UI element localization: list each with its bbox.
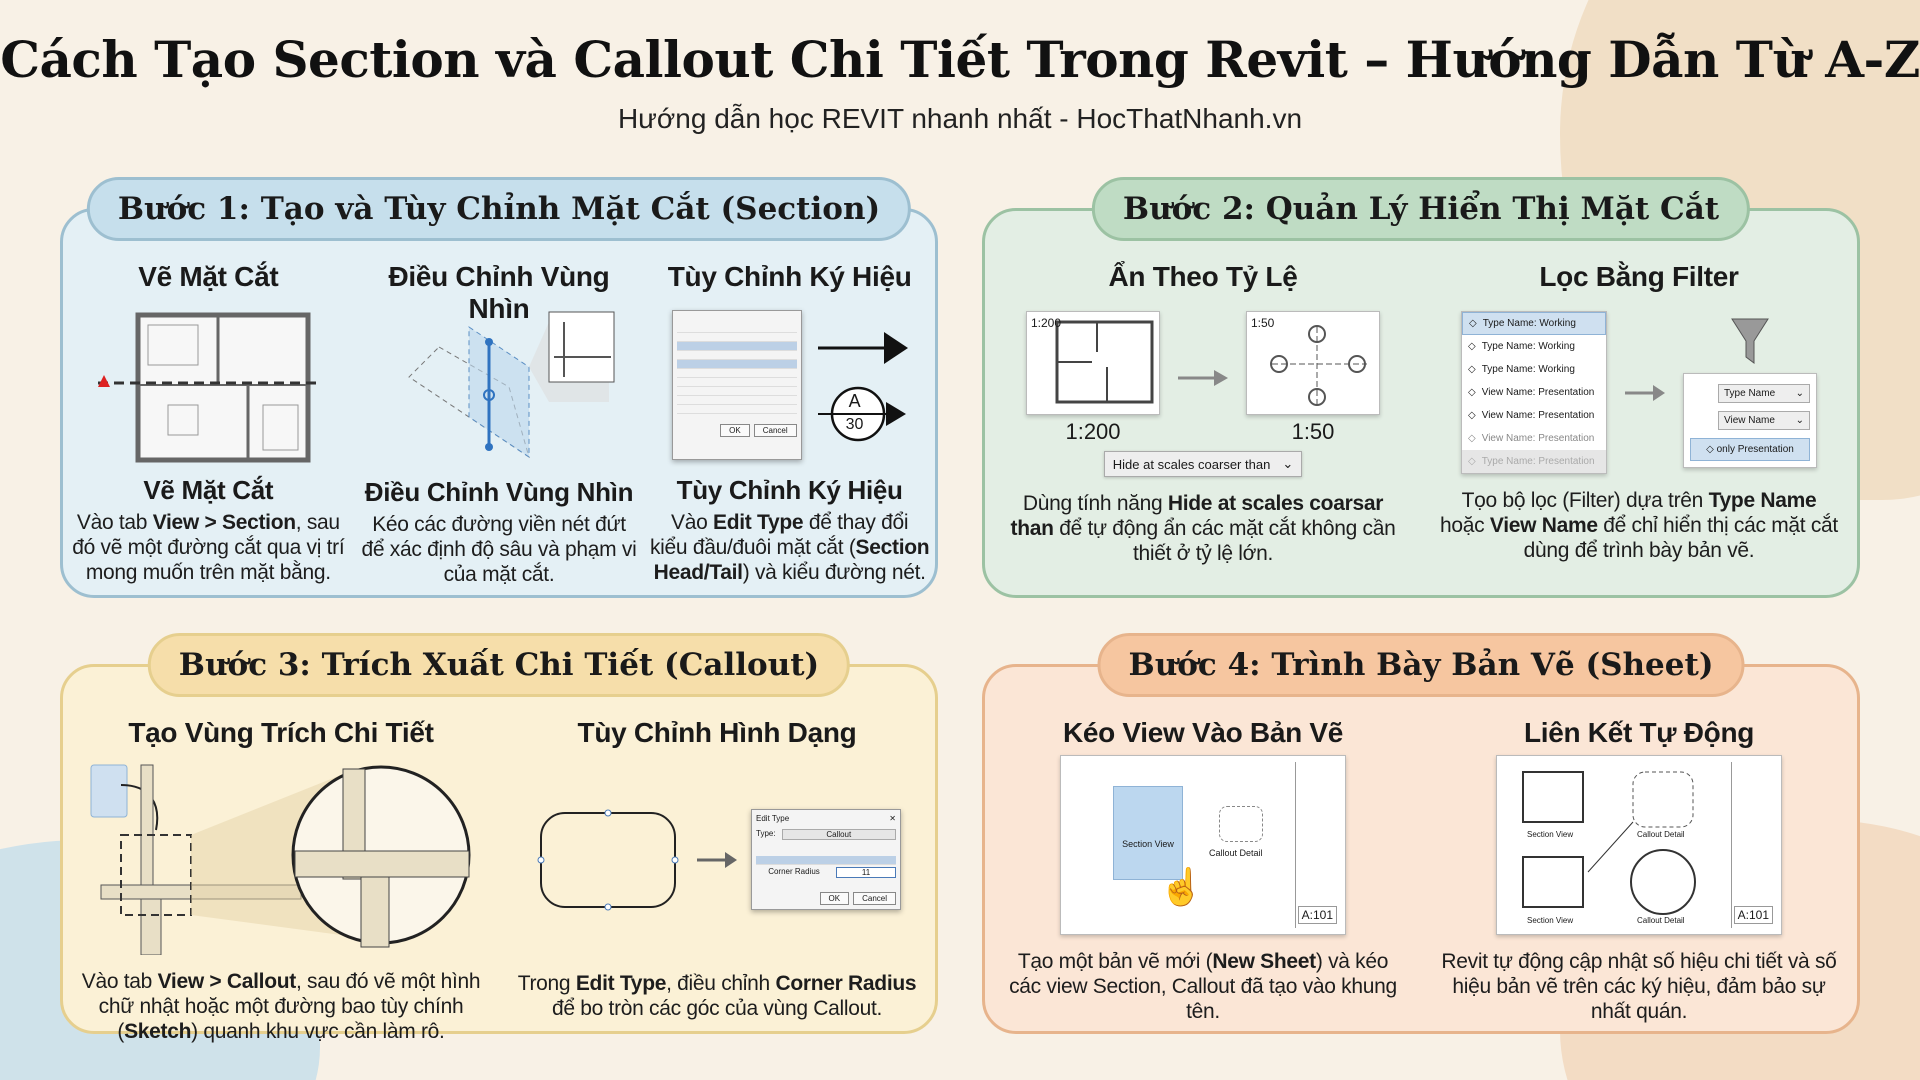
page-title: Cách Tạo Section và Callout Chi Tiết Tro… bbox=[0, 30, 1920, 89]
filter-settings-box: Type Name⌄ View Name⌄ ◇ only Presentatio… bbox=[1683, 373, 1817, 468]
col-heading: Tùy Chỉnh Hình Dạng bbox=[577, 717, 857, 748]
filter-item[interactable]: ◇Type Name: Presentation bbox=[1462, 450, 1606, 473]
step3-title: Bước 3: Trích Xuất Chi Tiết (Callout) bbox=[147, 633, 851, 697]
hide-at-scales-dropdown[interactable]: Hide at scales coarser than⌄ bbox=[1103, 451, 1303, 477]
floor-plan-illustration bbox=[68, 305, 348, 465]
sheet-link-illustration: A:101 Section View Callout Detail Sectio… bbox=[1439, 755, 1839, 935]
step4-panel: Bước 4: Trình Bày Bản Vẽ (Sheet) Kéo Vie… bbox=[982, 633, 1860, 1034]
view-callout-tool-icon bbox=[90, 764, 128, 818]
arrow-right-icon bbox=[1178, 370, 1228, 386]
col-description: Revit tự động cập nhật số hiệu chi tiết … bbox=[1441, 950, 1837, 1023]
rounded-callout-shape bbox=[537, 809, 679, 910]
callout-illustration bbox=[81, 755, 481, 955]
filter-item[interactable]: ◇View Name: Presentation bbox=[1468, 410, 1595, 421]
col-heading: Ẩn Theo Tỷ Lệ bbox=[1108, 261, 1298, 292]
col-heading: Kéo View Vào Bản Vẽ bbox=[1062, 717, 1344, 748]
step3-col-shape: Tùy Chỉnh Hình Dạng Edit Type✕ Type:Call… bbox=[517, 717, 917, 1021]
sheet-number: A:101 bbox=[1733, 906, 1773, 924]
arrow-right-icon bbox=[1625, 384, 1665, 401]
hand-pointer-icon: ☝ bbox=[1159, 866, 1204, 907]
filter-result-item[interactable]: ◇ only Presentation bbox=[1690, 438, 1810, 461]
step2-col-hide-scale: Ẩn Theo Tỷ Lệ 1:200 1:200 bbox=[1003, 261, 1403, 585]
col-subheading: Điều Chỉnh Vùng Nhìn bbox=[364, 477, 634, 507]
step2-panel: Bước 2: Quản Lý Hiển Thị Mặt Cắt Ẩn Theo… bbox=[982, 177, 1860, 598]
step2-title: Bước 2: Quản Lý Hiển Thị Mặt Cắt bbox=[1091, 177, 1751, 241]
corner-radius-input[interactable]: 11 bbox=[836, 867, 896, 878]
sheet-drag-illustration: A:101 Section View Callout Detail ☝ bbox=[1003, 755, 1403, 935]
filter-item[interactable]: ◇View Name: Presentation bbox=[1468, 387, 1595, 398]
step1-title: Bước 1: Tạo và Tùy Chỉnh Mặt Cắt (Sectio… bbox=[86, 177, 912, 241]
sheet-number: A:101 bbox=[1297, 906, 1337, 924]
col-description: Vào Edit Type để thay đổi kiểu đầu/đuôi … bbox=[649, 511, 930, 584]
col-heading: Liên Kết Tự Động bbox=[1523, 717, 1755, 748]
view-name-dropdown[interactable]: View Name⌄ bbox=[1718, 411, 1810, 430]
col-description: Trong Edit Type, điều chỉnh Corner Radiu… bbox=[517, 972, 917, 1020]
diamond-icon: ◇ bbox=[1469, 318, 1477, 329]
section-head-icon: A 30 bbox=[817, 386, 908, 442]
col-subheading: Tùy Chỉnh Ký Hiệu bbox=[676, 475, 903, 505]
col-heading: Tạo Vùng Trích Chi Tiết bbox=[128, 717, 434, 748]
col-description: Vào tab View > Section, sau đó vẽ một đư… bbox=[72, 511, 345, 584]
col-description: Tạo một bản vẽ mới (New Sheet) và kéo cá… bbox=[1009, 950, 1397, 1023]
diamond-icon: ◇ bbox=[1468, 341, 1476, 352]
step1-col-draw: Vẽ Mặt Cắt Vẽ Mặt Cắt Vào tab View > Sec… bbox=[68, 261, 348, 585]
col-description: Dùng tính năng Hide at scales coarsar th… bbox=[1010, 492, 1396, 565]
step1-panel: Bước 1: Tạo và Tùy Chỉnh Mặt Cắt (Sectio… bbox=[60, 177, 938, 598]
diamond-icon: ◇ bbox=[1706, 444, 1714, 455]
close-icon: ✕ bbox=[889, 814, 896, 823]
filter-item[interactable]: ◇Type Name: Working bbox=[1462, 312, 1606, 335]
view-range-illustration bbox=[359, 307, 639, 467]
step4-title: Bước 4: Trình Bày Bản Vẽ (Sheet) bbox=[1097, 633, 1745, 697]
diamond-icon: ◇ bbox=[1468, 433, 1476, 444]
step4-col-auto-link: Liên Kết Tự Động A:101 Section View Call… bbox=[1439, 717, 1839, 1023]
step3-panel: Bước 3: Trích Xuất Chi Tiết (Callout) Tạ… bbox=[60, 633, 938, 1043]
arrow-right-icon bbox=[697, 851, 737, 868]
col-description: Vào tab View > Callout, sau đó vẽ một hì… bbox=[81, 970, 481, 1043]
section-tail-arrow-icon bbox=[817, 331, 908, 364]
plan-1-50-thumbnail: 1:50 bbox=[1246, 311, 1380, 415]
page-subtitle: Hướng dẫn học REVIT nhanh nhất - HocThat… bbox=[617, 103, 1303, 134]
cancel-button[interactable]: Cancel bbox=[853, 892, 896, 905]
step1-col-view-range: Điều Chỉnh Vùng Nhìn Điều Chỉnh Vùng Nhì… bbox=[359, 261, 639, 586]
col-description: Kéo các đường viền nét đứt để xác định đ… bbox=[361, 513, 637, 586]
col-heading: Điều Chỉnh Vùng Nhìn bbox=[388, 261, 610, 324]
step2-col-filter: Lọc Bằng Filter ◇Type Name: Working ◇Typ… bbox=[1439, 261, 1839, 585]
col-heading: Lọc Bằng Filter bbox=[1539, 261, 1739, 292]
filter-list: ◇Type Name: Working ◇Type Name: Working … bbox=[1461, 311, 1607, 474]
diamond-icon: ◇ bbox=[1468, 364, 1476, 375]
filter-item[interactable]: ◇View Name: Presentation bbox=[1468, 433, 1595, 444]
col-subheading: Vẽ Mặt Cắt bbox=[143, 475, 274, 505]
step3-col-callout: Tạo Vùng Trích Chi Tiết Vào tab View > C… bbox=[81, 717, 481, 1043]
section-view-card[interactable]: Section View bbox=[1113, 786, 1183, 880]
diamond-icon: ◇ bbox=[1468, 387, 1476, 398]
col-description: Tọo bộ lọc (Filter) dựa trên Type Name h… bbox=[1440, 489, 1838, 562]
filter-funnel-icon bbox=[1731, 318, 1769, 364]
step4-col-drag-view: Kéo View Vào Bản Vẽ A:101 Section View C… bbox=[1003, 717, 1403, 1023]
diamond-icon: ◇ bbox=[1468, 410, 1476, 421]
plan-1-200-thumbnail: 1:200 bbox=[1026, 311, 1160, 415]
diamond-icon: ◇ bbox=[1468, 456, 1476, 467]
ok-button[interactable]: OK bbox=[819, 892, 850, 905]
type-name-dropdown[interactable]: Type Name⌄ bbox=[1718, 384, 1810, 403]
filter-item[interactable]: ◇Type Name: Working bbox=[1468, 364, 1575, 375]
page-header: Cách Tạo Section và Callout Chi Tiết Tro… bbox=[0, 30, 1920, 135]
filter-item[interactable]: ◇Type Name: Working bbox=[1468, 341, 1575, 352]
col-heading: Vẽ Mặt Cắt bbox=[138, 261, 279, 292]
chevron-down-icon: ⌄ bbox=[1282, 456, 1294, 471]
col-heading: Tùy Chỉnh Ký Hiệu bbox=[667, 261, 912, 292]
